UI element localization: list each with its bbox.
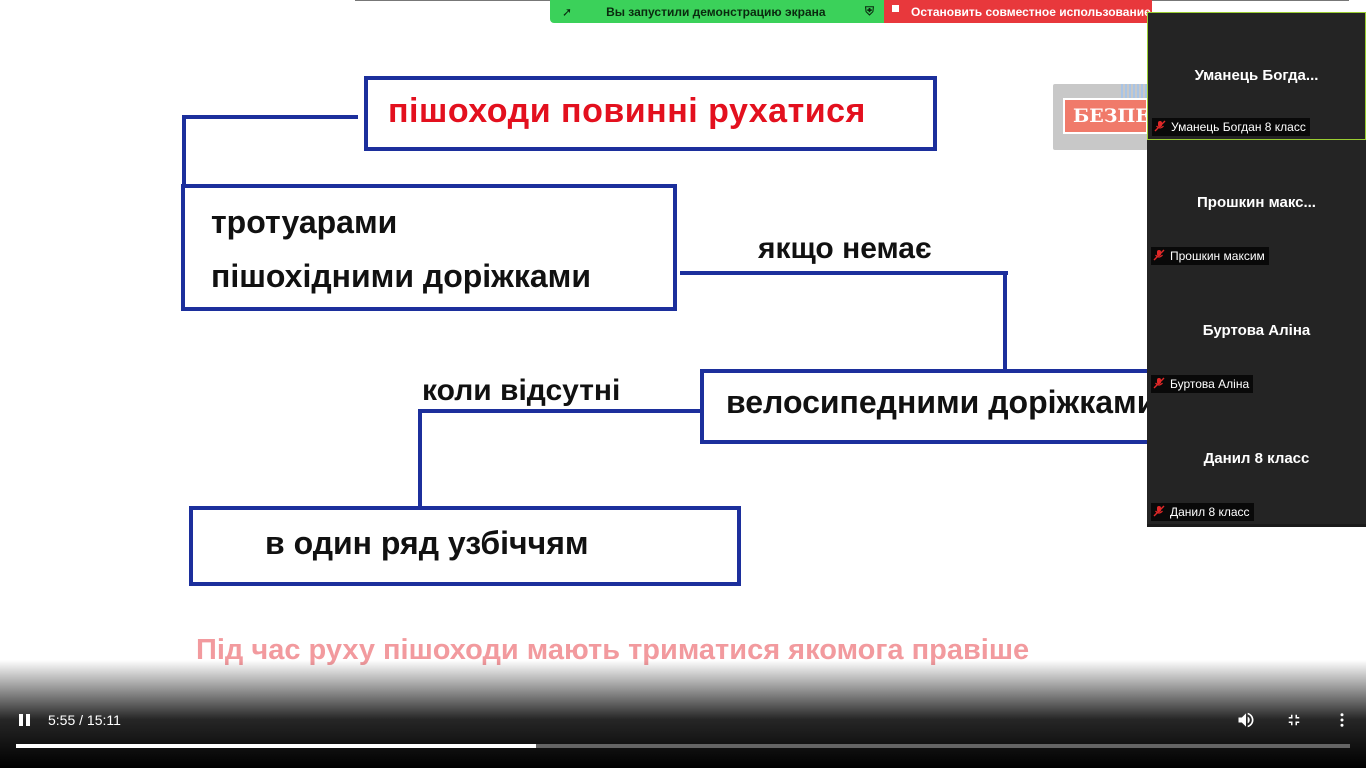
logo-band: БЕЗПЕ xyxy=(1063,98,1148,134)
stop-share-button[interactable]: Остановить совместное использование xyxy=(884,0,1152,23)
option-box-roadside: в один ряд узбіччям xyxy=(189,506,741,586)
participant-label: Прошкин максим xyxy=(1151,247,1269,265)
mic-muted-icon xyxy=(1153,249,1165,264)
participant-display-name: Прошкин макс... xyxy=(1197,194,1316,211)
option-text: тротуарами xyxy=(211,204,398,240)
connector-label: коли відсутні xyxy=(422,374,621,407)
pause-icon-bar xyxy=(26,714,30,726)
option-text: в один ряд узбіччям xyxy=(265,525,589,561)
shield-check-icon[interactable]: ⛨ xyxy=(864,4,874,18)
participant-tile[interactable]: Буртова Аліна Буртова Аліна xyxy=(1147,268,1366,396)
progress-bar[interactable] xyxy=(16,744,1350,748)
player-controls-overlay xyxy=(0,660,1366,768)
safety-logo: БЕЗПЕ xyxy=(1053,84,1148,150)
share-status-text: Вы запустили демонстрацию экрана xyxy=(606,4,826,19)
participants-panel: Уманець Богда... Уманець Богдан 8 класс … xyxy=(1147,12,1366,527)
share-arrow-icon: ➚ xyxy=(562,4,573,19)
participant-label-text: Данил 8 класс xyxy=(1170,505,1250,519)
connector-line xyxy=(182,115,358,119)
stop-square-icon xyxy=(892,5,899,12)
connector-label: якщо немає xyxy=(758,232,932,265)
title-text: пішоходи повинні рухатися xyxy=(388,92,866,130)
participant-label-text: Буртова Аліна xyxy=(1170,377,1250,391)
time-display: 5:55 / 15:11 xyxy=(48,712,121,728)
more-options-button[interactable] xyxy=(1333,710,1351,735)
participant-display-name: Данил 8 класс xyxy=(1203,450,1310,467)
exit-fullscreen-button[interactable] xyxy=(1285,711,1303,734)
participant-label: Буртова Аліна xyxy=(1151,375,1254,393)
connector-line xyxy=(182,115,186,190)
participant-display-name: Уманець Богда... xyxy=(1194,67,1319,84)
option-box-bike-paths: велосипедними доріжками xyxy=(700,369,1170,444)
participant-label: Уманець Богдан 8 класс xyxy=(1152,118,1310,136)
mic-muted-icon xyxy=(1153,505,1165,520)
participant-label-text: Уманець Богдан 8 класс xyxy=(1171,120,1306,134)
mic-muted-icon xyxy=(1153,377,1165,392)
pause-button[interactable] xyxy=(16,711,34,729)
pause-icon xyxy=(19,714,23,726)
participant-label-text: Прошкин максим xyxy=(1170,249,1265,263)
screen-share-status-bar: ➚ Вы запустили демонстрацию экрана ⛨ xyxy=(550,0,884,23)
progress-played xyxy=(16,744,537,748)
participant-display-name: Буртова Аліна xyxy=(1202,322,1311,339)
more-vert-icon xyxy=(1340,713,1344,727)
title-box: пішоходи повинні рухатися xyxy=(364,76,937,151)
connector-line xyxy=(680,271,1008,275)
participant-tile[interactable]: Прошкин макс... Прошкин максим xyxy=(1147,140,1366,268)
mic-muted-icon xyxy=(1154,120,1166,135)
logo-text: БЕЗПЕ xyxy=(1073,105,1148,127)
participant-label: Данил 8 класс xyxy=(1151,503,1254,521)
connector-line xyxy=(418,409,700,413)
volume-icon xyxy=(1238,712,1254,728)
participant-tile[interactable]: Уманець Богда... Уманець Богдан 8 класс xyxy=(1147,12,1366,140)
option-text: пішохідними доріжками xyxy=(211,258,592,294)
option-text: велосипедними доріжками xyxy=(726,384,1157,420)
stop-share-label: Остановить совместное использование xyxy=(911,4,1151,19)
connector-line xyxy=(1003,271,1007,373)
connector-line xyxy=(418,409,422,511)
option-box-sidewalks: тротуарами пішохідними доріжками xyxy=(181,184,677,311)
logo-dots xyxy=(1121,84,1148,102)
participant-tile[interactable]: Данил 8 класс Данил 8 класс xyxy=(1147,396,1366,524)
exit-fullscreen-icon xyxy=(1288,714,1300,726)
volume-button[interactable] xyxy=(1236,710,1256,735)
